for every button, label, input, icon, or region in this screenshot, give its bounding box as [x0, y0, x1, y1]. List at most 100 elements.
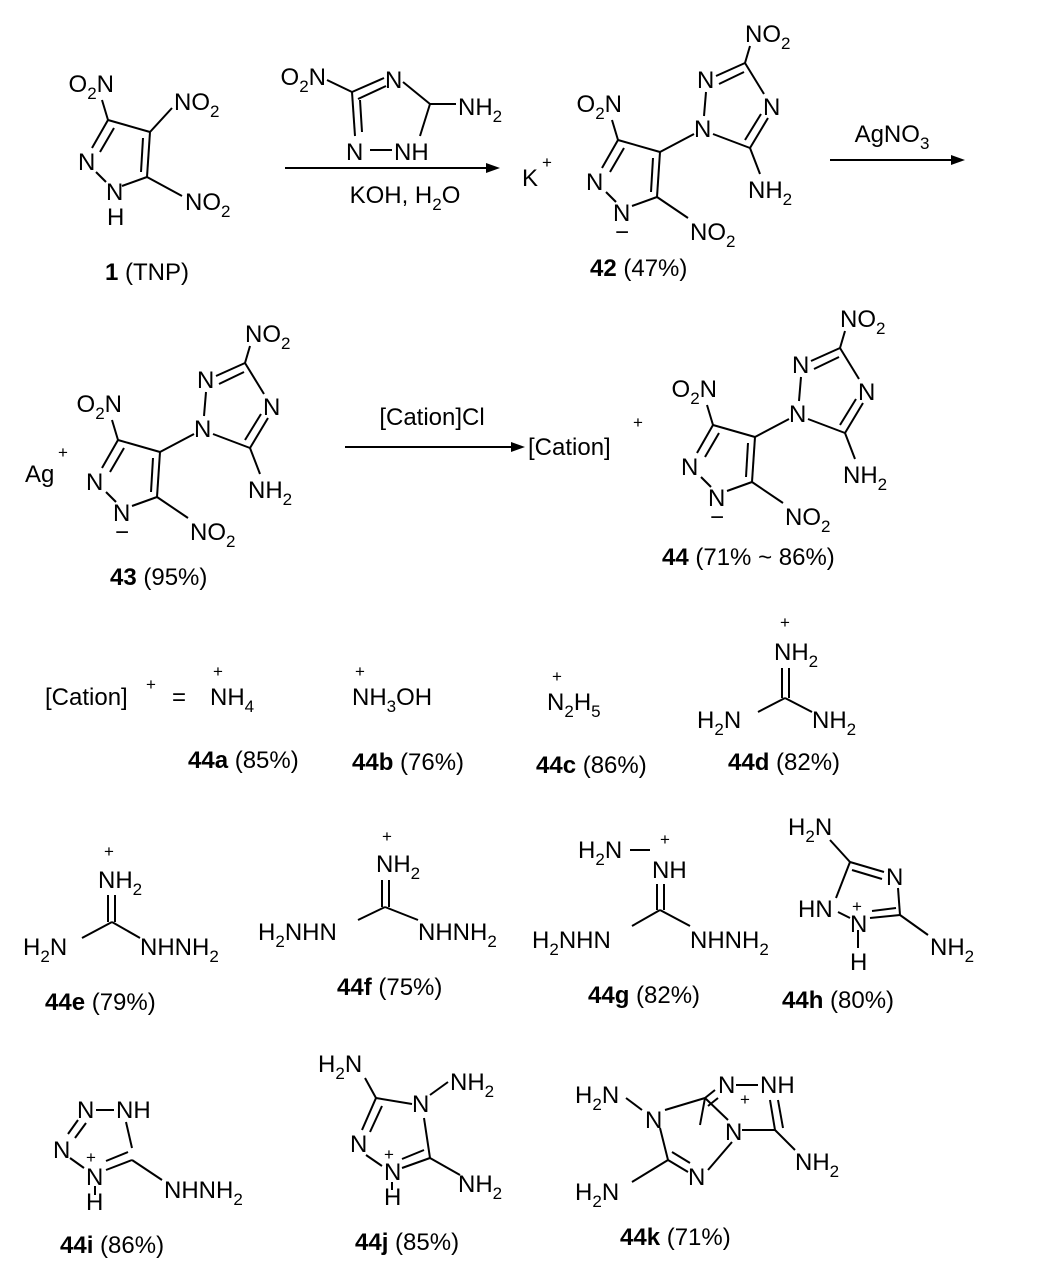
atom-n: N	[886, 864, 903, 891]
h2n-label: H2N	[318, 1051, 362, 1083]
bond-line	[844, 432, 856, 460]
bond-line	[67, 1119, 79, 1135]
anion-structure-44: O2N NO2 NO2 NH2 N N − N N N	[672, 306, 888, 536]
nh2-label: NH2	[795, 1149, 839, 1181]
compound-id: 44c	[536, 752, 576, 779]
atom-n: N	[350, 1131, 367, 1158]
reaction-arrow-2: AgNO3	[830, 121, 965, 165]
bond-line	[774, 1129, 796, 1151]
bond-line	[146, 131, 151, 178]
bond-line	[146, 176, 183, 197]
atom-h: H	[107, 204, 124, 231]
nh-label: NH	[116, 1097, 151, 1124]
bond-line	[656, 196, 689, 219]
bond-line	[109, 447, 125, 473]
bond-line	[749, 147, 761, 175]
bond-line	[617, 139, 661, 153]
bond-line	[74, 1122, 87, 1139]
counterion: K	[522, 165, 538, 192]
cation-44i-hydrazinotetrazolium: N NH N + N H NHNH2 44i (86%)	[53, 1097, 243, 1259]
bond-line	[249, 447, 261, 475]
atom-h: H	[86, 1189, 103, 1216]
h2n-label: H2N	[578, 837, 622, 869]
nhnh2-label: NHNH2	[690, 927, 769, 959]
compound-yield: (79%)	[85, 989, 156, 1016]
compound-id: 44e	[45, 989, 85, 1016]
compound-label: 44c (86%)	[536, 752, 647, 779]
compound-yield: (71%)	[660, 1224, 731, 1251]
cation-44j-triaminotriazolium: H2N N NH2 N + N H NH2 44j (85%)	[318, 1051, 502, 1256]
bond-line	[91, 119, 109, 149]
compound-id: 44b	[352, 749, 393, 776]
counterion: [Cation]	[528, 434, 611, 461]
bond-line	[813, 356, 840, 370]
bond-line	[609, 147, 625, 173]
bond-line	[700, 476, 712, 488]
reaction-arrow-1: KOH, H2O	[285, 163, 500, 214]
bond-line	[659, 133, 695, 153]
bond-line	[869, 914, 901, 919]
bond-line	[402, 81, 431, 105]
compound-label: 1 (TNP)	[105, 259, 189, 286]
positive-charge: +	[780, 613, 790, 632]
compound-id: 44g	[588, 982, 629, 1009]
bond-line	[150, 457, 154, 493]
bond-line	[656, 151, 661, 198]
bond-line	[899, 914, 929, 936]
atom-n: N	[708, 485, 725, 512]
positive-charge: +	[633, 413, 643, 432]
no2-label: NO2	[174, 89, 219, 121]
bond-line	[777, 1099, 784, 1129]
bond-line	[897, 887, 901, 916]
negative-charge: −	[710, 504, 724, 531]
compound-id: 1	[105, 259, 118, 286]
bond-line	[744, 45, 751, 64]
compound-id: 44	[662, 544, 689, 571]
compound-id: 42	[590, 255, 617, 282]
cation-44g: H2N + NH H2NHN NHNH2 44g (82%)	[532, 830, 769, 1009]
bond-line	[156, 451, 161, 498]
no2-label: O2N	[577, 91, 622, 123]
bond-line	[244, 345, 251, 364]
positive-charge: +	[86, 1148, 96, 1167]
bond-line	[375, 1097, 413, 1105]
bond-line	[105, 491, 117, 503]
atom-n: N	[697, 67, 714, 94]
bond-line	[69, 1157, 85, 1169]
bond-line	[784, 697, 813, 713]
atom-n: N	[385, 67, 402, 94]
cation-44k-fused-bistriazolium: H2N N N NH + N NH2 H2N N 44k (71%)	[575, 1072, 839, 1251]
atom-n: N	[694, 116, 711, 143]
h2n-label: H2N	[697, 707, 741, 739]
atom-n: N	[681, 454, 698, 481]
compound-id: 44j	[355, 1229, 388, 1256]
bond-line	[631, 909, 661, 927]
nh-label: NH	[652, 857, 687, 884]
arrow-reagent: [Cation]Cl	[379, 404, 484, 431]
atom-n: N	[346, 139, 363, 166]
no2-label: NO2	[185, 189, 230, 221]
bond-line	[218, 371, 245, 385]
bond-line	[326, 79, 353, 93]
bond-line	[105, 1159, 133, 1171]
cation-44a: + NH4 44a (85%)	[188, 662, 299, 774]
bond-line	[849, 861, 885, 873]
atom-n: N	[106, 179, 123, 206]
bond-line	[726, 481, 753, 492]
atom-n: N	[613, 200, 630, 227]
bond-line	[667, 1159, 689, 1173]
positive-charge: +	[740, 1090, 750, 1109]
bond-line	[429, 1081, 449, 1096]
bond-line	[769, 1099, 776, 1131]
compound-yield: (85%)	[228, 747, 299, 774]
bond-line	[745, 442, 749, 478]
nh2-label: NH2	[774, 639, 818, 671]
positive-charge: +	[660, 830, 670, 849]
compound-yield: (75%)	[372, 974, 443, 1001]
bond-line	[357, 85, 387, 100]
nh2-label: NH2	[843, 462, 887, 494]
bond-line	[699, 1097, 706, 1126]
reaction-arrow-3: [Cation]Cl	[345, 404, 525, 452]
positive-charge: +	[355, 662, 365, 681]
compound-id: 44a	[188, 747, 229, 774]
